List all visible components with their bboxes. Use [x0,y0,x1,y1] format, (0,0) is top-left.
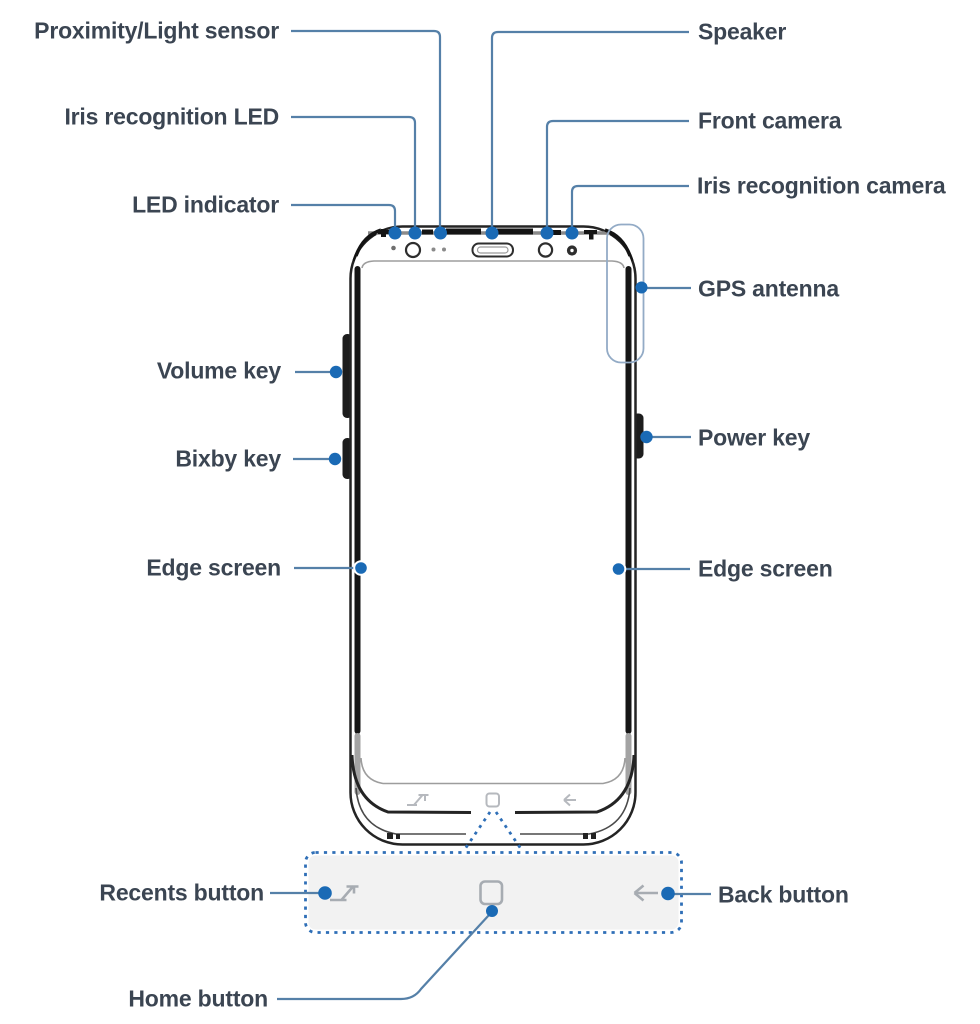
callout-dot-led-indicator [388,226,402,240]
magnified-nav-icons [330,880,658,906]
phone-body [342,223,645,846]
label-gps-antenna: GPS antenna [698,275,839,302]
recents-icon [330,885,359,902]
speaker-slot-inner [476,246,509,254]
label-back-button: Back button [718,881,849,908]
label-bixby-key: Bixby key [175,445,281,472]
top-edge-marks [378,228,597,240]
label-iris-recognition-camera: Iris recognition camera [697,172,946,199]
callout-lines [270,29,711,1001]
magnifier-box-fill [305,852,682,933]
label-recents-button: Recents button [99,879,264,906]
zoom-wedge-left [461,811,492,853]
shell-line-right [520,787,631,835]
home-icon [479,880,504,906]
label-proximity-light-sensor: Proximity/Light sensor [34,17,279,44]
front-camera-lens [537,242,554,258]
callout-line-led-indicator [291,203,397,228]
callout-dot-power [640,430,653,444]
screen-top-line [361,260,625,269]
proximity-sensor-dots [431,247,446,252]
edge-screen-band-left [354,266,361,734]
label-power-key: Power key [698,424,810,451]
iris-camera-lens [566,245,578,256]
phone-nav-bar [407,792,576,808]
shell-line-left [355,787,466,835]
back-icon [563,793,576,807]
callout-dot-gps [635,281,648,294]
callout-line-front-camera [545,119,689,228]
recents-icon [407,793,429,807]
label-home-button: Home button [128,985,268,1012]
home-icon [485,792,500,808]
callout-line-speaker [490,30,689,228]
callout-dot-iris-camera [565,226,579,240]
callout-line-iris-camera [570,184,689,228]
callout-line-iris-led [291,115,417,228]
label-front-camera: Front camera [698,107,842,134]
edge-screen-band-right [625,266,632,734]
zoom-wedge-right [494,811,525,853]
callout-dot-iris-led [408,226,422,240]
label-iris-recognition-led: Iris recognition LED [64,103,279,130]
callout-dot-edge-left [353,560,369,576]
speaker-slot [471,242,514,258]
label-led-indicator: LED indicator [132,191,279,218]
callout-dot-edge-right [610,561,627,577]
screen-bottom-line [360,757,626,785]
callout-line-home [277,914,490,1001]
callout-line-proximity [291,29,442,228]
bottom-port-marks [387,833,596,839]
callout-dot-home [486,905,498,917]
callout-dot-speaker [485,226,499,240]
corner-hatching [352,228,634,262]
front-bottom-left [350,754,472,814]
label-volume-key: Volume key [156,357,281,384]
callout-dot-back [661,886,675,901]
label-speaker: Speaker [698,18,787,45]
gps-antenna-outline [606,223,645,364]
iris-led-lens [404,241,422,259]
led-indicator-dot [391,245,396,251]
callout-dot-front-camera [540,226,554,240]
callout-dot-recents [318,886,332,900]
callout-dot-volume [329,365,343,379]
front-bottom-right [514,754,636,814]
label-edge-screen-left: Edge screen [146,554,281,581]
callout-dot-bixby [328,452,342,466]
label-edge-screen-right: Edge screen [698,555,833,582]
callout-dots [318,226,675,917]
callout-dot-proximity [434,226,447,240]
back-icon [633,884,658,902]
